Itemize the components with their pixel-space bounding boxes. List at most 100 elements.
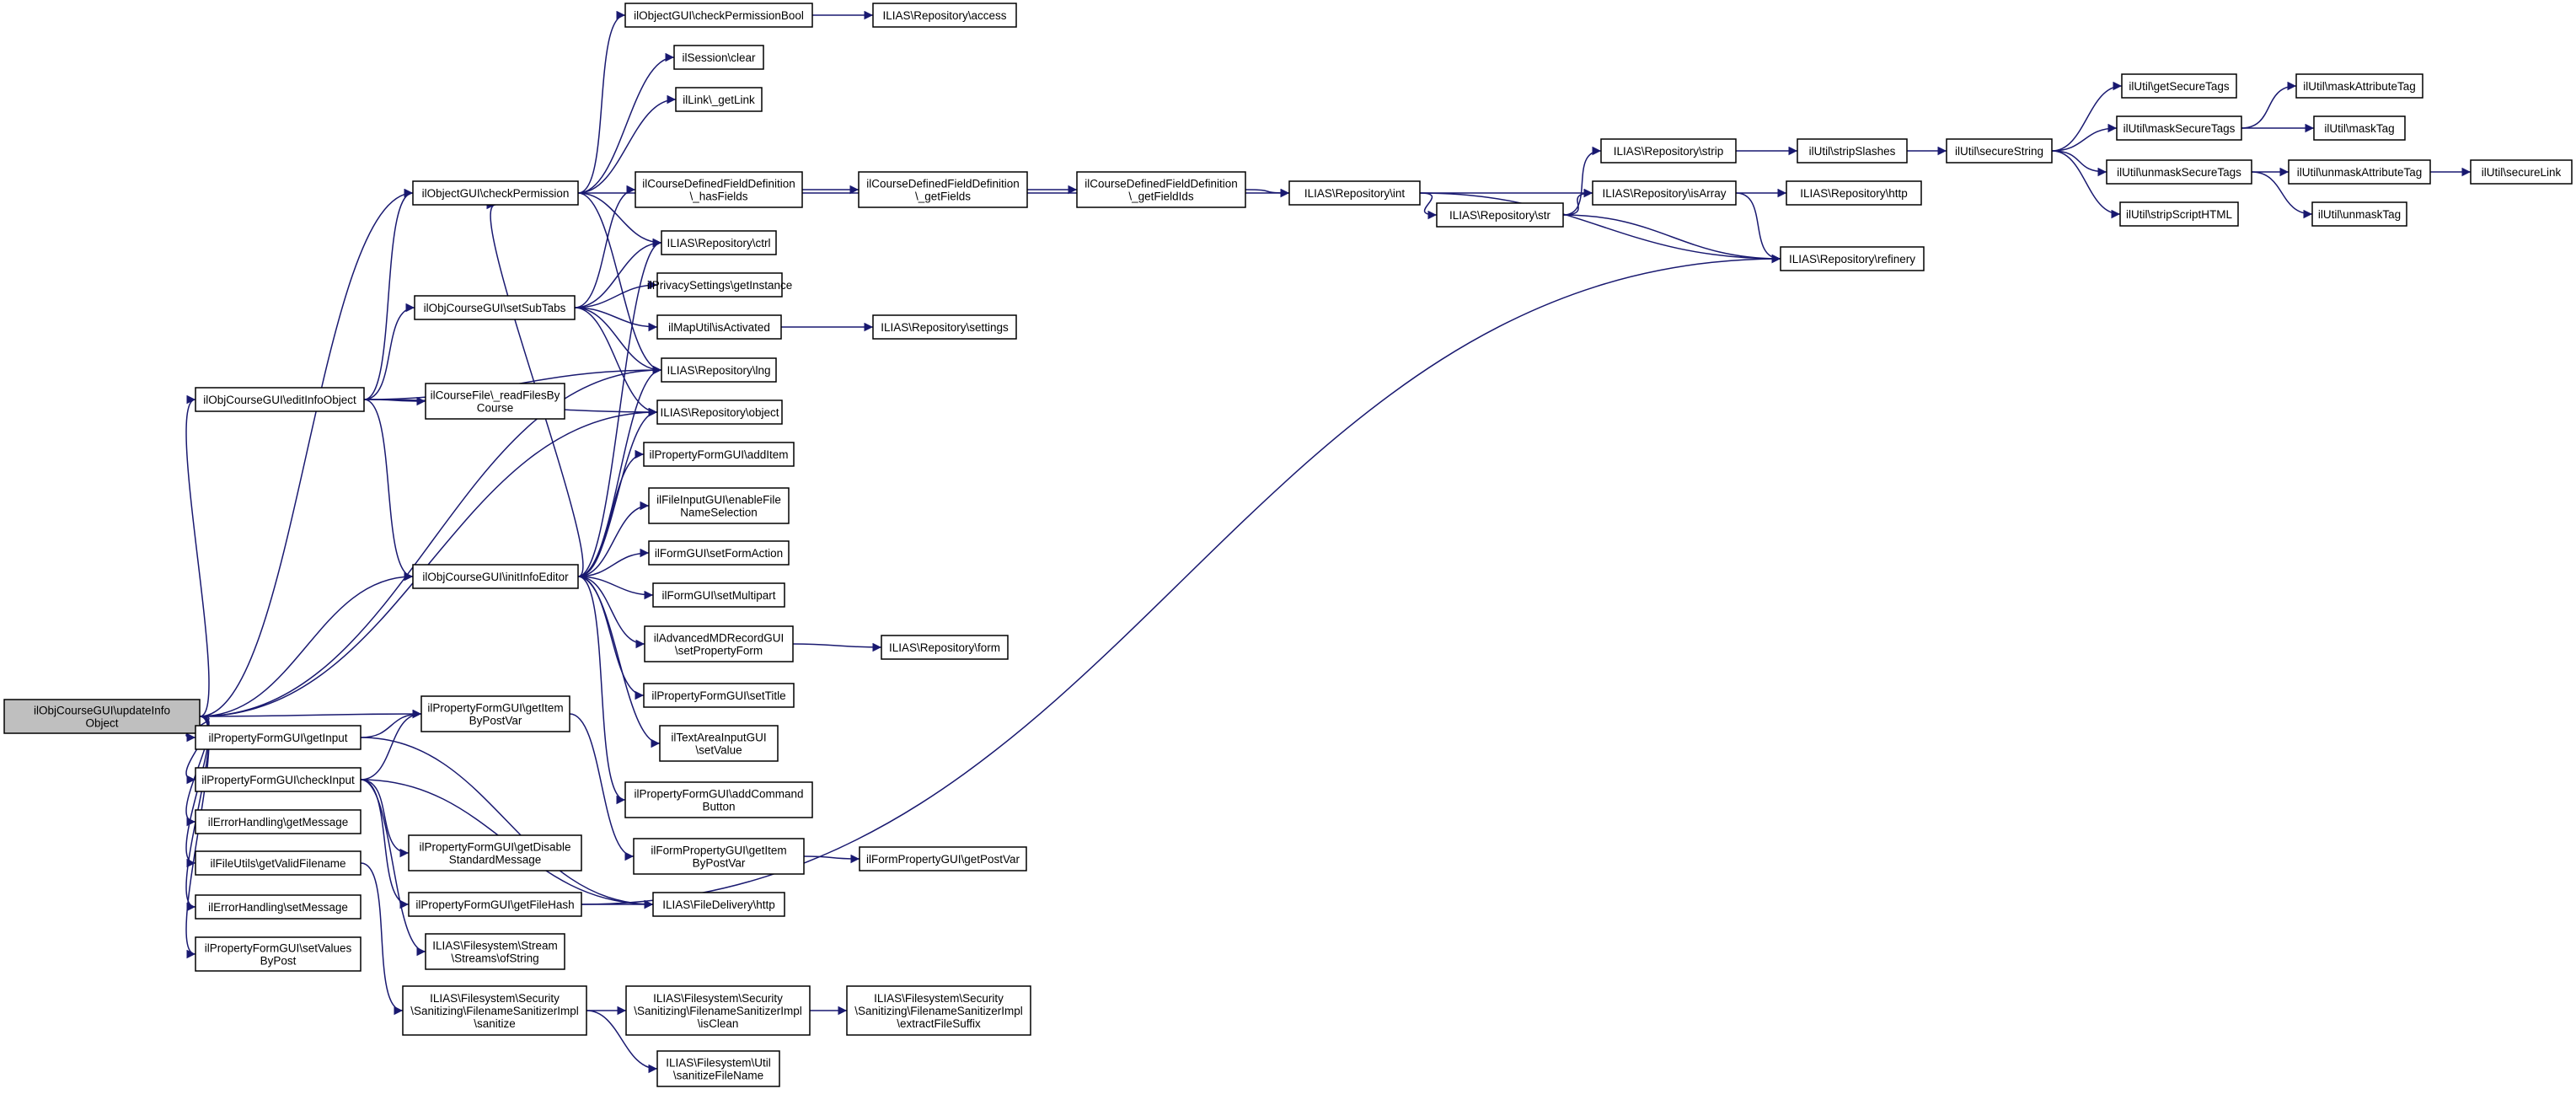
node-box <box>635 171 803 208</box>
node-label: ilFileUtils\getValidFilename <box>210 857 345 870</box>
node-box <box>652 582 785 608</box>
node-unmask-secure-tags[interactable]: ilUtil\unmaskSecureTags <box>2106 159 2252 185</box>
node-edit-info-object[interactable]: ilObjCourseGUI\editInfoObject <box>195 387 365 412</box>
node-label: ilObjCourseGUI\updateInfo <box>34 705 170 717</box>
node-get-valid-filename[interactable]: ilFileUtils\getValidFilename <box>195 850 361 876</box>
node-unmask-tag[interactable]: ilUtil\unmaskTag <box>2311 201 2407 227</box>
node-strip-slashes[interactable]: ilUtil\stripSlashes <box>1797 138 1908 164</box>
node-streams-of-string[interactable]: ILIAS\Filesystem\Stream\Streams\ofString <box>425 933 565 970</box>
node-secure-string[interactable]: ilUtil\secureString <box>1946 138 2053 164</box>
node-mask-tag[interactable]: ilUtil\maskTag <box>2313 115 2406 141</box>
node-init-info-editor[interactable]: ilObjCourseGUI\initInfoEditor <box>412 564 579 589</box>
node-label: ilTextAreaInputGUI <box>671 732 766 744</box>
node-mask-attribute-tag[interactable]: ilUtil\maskAttributeTag <box>2295 73 2423 99</box>
node-get-disable-std[interactable]: ilPropertyFormGUI\getDisableStandardMess… <box>408 834 582 871</box>
node-label: ILIAS\Repository\http <box>1800 187 1908 200</box>
node-strip-script-html[interactable]: ilUtil\stripScriptHTML <box>2119 201 2239 227</box>
node-fn-extract-suffix[interactable]: ILIAS\Filesystem\Security\Sanitizing\Fil… <box>846 985 1031 1036</box>
node-check-input-pf[interactable]: ilPropertyFormGUI\checkInput <box>195 767 361 792</box>
node-cdf-get-fields[interactable]: ilCourseDefinedFieldDefinition\_getField… <box>858 171 1028 208</box>
node-repo-lng[interactable]: ILIAS\Repository\lng <box>661 357 777 383</box>
node-label: StandardMessage <box>449 854 542 866</box>
node-label: ilAdvancedMDRecordGUI <box>654 632 785 645</box>
node-repo-ctrl[interactable]: ILIAS\Repository\ctrl <box>661 230 777 255</box>
node-sanitize-file-name[interactable]: ILIAS\Filesystem\Util\sanitizeFileName <box>656 1050 780 1087</box>
node-privacy-get-instance[interactable]: ilPrivacySettings\getInstance <box>647 272 793 298</box>
node-repo-http[interactable]: ILIAS\Repository\http <box>1786 180 1922 206</box>
node-text-area-set-value[interactable]: ilTextAreaInputGUI\setValue <box>659 725 779 762</box>
node-mask-secure-tags[interactable]: ilUtil\maskSecureTags <box>2116 115 2242 141</box>
node-label: ilPropertyFormGUI\addItem <box>649 448 788 461</box>
node-label: ILIAS\Repository\int <box>1304 187 1406 200</box>
node-label: ilUtil\unmaskSecureTags <box>2117 166 2241 179</box>
node-box <box>2121 73 2237 99</box>
node-file-delivery-http[interactable]: ILIAS\FileDelivery\http <box>652 892 785 917</box>
node-get-file-hash[interactable]: ilPropertyFormGUI\getFileHash <box>408 892 582 917</box>
edge-secure-string-to-get-secure-tags <box>2051 81 2123 152</box>
node-add-item[interactable]: ilPropertyFormGUI\addItem <box>643 442 795 467</box>
node-get-input-pf[interactable]: ilPropertyFormGUI\getInput <box>195 725 361 750</box>
node-set-title[interactable]: ilPropertyFormGUI\setTitle <box>643 683 795 708</box>
node-repo-str[interactable]: ILIAS\Repository\str <box>1436 202 1564 228</box>
node-label: ilUtil\stripScriptHTML <box>2126 208 2233 221</box>
node-repo-refinery[interactable]: ILIAS\Repository\refinery <box>1780 246 1925 271</box>
node-label: ILIAS\Repository\str <box>1449 209 1551 222</box>
node-repo-is-array[interactable]: ILIAS\Repository\isArray <box>1592 180 1737 206</box>
node-check-permission-bool[interactable]: ilObjectGUI\checkPermissionBool <box>624 3 813 28</box>
node-label: NameSelection <box>680 507 758 519</box>
node-amd-set-property-form[interactable]: ilAdvancedMDRecordGUI\setPropertyForm <box>644 625 794 662</box>
node-label: ilUtil\stripSlashes <box>1809 145 1896 158</box>
node-fn-sanitize[interactable]: ILIAS\Filesystem\Security\Sanitizing\Fil… <box>402 985 587 1036</box>
node-set-form-action[interactable]: ilFormGUI\setFormAction <box>648 540 790 566</box>
edge-secure-string-to-strip-script-html <box>2051 150 2121 219</box>
node-label: ilPropertyFormGUI\checkInput <box>201 774 355 786</box>
node-label: ilObjCourseGUI\initInfoEditor <box>422 571 569 583</box>
node-label: ILIAS\Filesystem\Stream <box>432 940 558 952</box>
node-box <box>1786 180 1922 206</box>
node-set-sub-tabs[interactable]: ilObjCourseGUI\setSubTabs <box>414 295 576 320</box>
node-link-get-link[interactable]: ilLink\_getLink <box>675 87 763 112</box>
node-cdf-has-fields[interactable]: ilCourseDefinedFieldDefinition\_hasField… <box>635 171 803 208</box>
node-fp-get-post-var[interactable]: ilFormPropertyGUI\getPostVar <box>859 846 1027 871</box>
node-label: \setPropertyForm <box>675 645 763 657</box>
node-label: ilFormGUI\setFormAction <box>655 547 783 560</box>
node-session-clear[interactable]: ilSession\clear <box>673 45 764 70</box>
node-repo-int[interactable]: ILIAS\Repository\int <box>1288 180 1421 206</box>
edge-root-to-get-item-by-post-var <box>199 709 422 719</box>
node-label: ilObjectGUI\checkPermissionBool <box>634 9 804 22</box>
edge-edit-info-object-to-init-info-editor <box>363 399 414 582</box>
node-fn-is-clean[interactable]: ILIAS\Filesystem\Security\Sanitizing\Fil… <box>625 985 811 1036</box>
node-label: ilLink\_getLink <box>683 94 755 106</box>
node-repo-strip[interactable]: ILIAS\Repository\strip <box>1600 138 1737 164</box>
node-cdf-get-field-ids[interactable]: ilCourseDefinedFieldDefinition\_getField… <box>1076 171 1246 208</box>
node-err-set-message[interactable]: ilErrorHandling\setMessage <box>195 894 361 920</box>
node-label: ilPropertyFormGUI\getInput <box>208 732 347 744</box>
node-map-is-activated[interactable]: ilMapUtil\isActivated <box>656 314 782 340</box>
node-secure-link[interactable]: ilUtil\secureLink <box>2470 159 2573 185</box>
node-get-secure-tags[interactable]: ilUtil\getSecureTags <box>2121 73 2237 99</box>
node-label: Button <box>702 801 735 813</box>
node-repo-form[interactable]: ILIAS\Repository\form <box>881 635 1009 660</box>
edge-init-info-editor-to-set-form-action <box>577 548 650 577</box>
node-label: ilPropertyFormGUI\setValues <box>205 942 352 955</box>
node-repo-object[interactable]: ILIAS\Repository\object <box>656 400 783 425</box>
node-label: \_getFieldIds <box>1128 190 1194 203</box>
node-repo-settings[interactable]: ILIAS\Repository\settings <box>872 314 1017 340</box>
node-box <box>648 487 790 524</box>
edge-init-info-editor-to-add-command-button <box>577 576 626 805</box>
edge-get-input-pf-to-get-item-by-post-var <box>360 709 422 738</box>
node-set-multipart[interactable]: ilFormGUI\setMultipart <box>652 582 785 608</box>
node-unmask-attribute-tag[interactable]: ilUtil\unmaskAttributeTag <box>2288 159 2431 185</box>
node-check-permission[interactable]: ilObjectGUI\checkPermission <box>412 180 579 206</box>
node-label: ilMapUtil\isActivated <box>668 321 770 334</box>
node-box <box>408 834 582 871</box>
node-repo-access[interactable]: ILIAS\Repository\access <box>872 3 1017 28</box>
node-err-get-message[interactable]: ilErrorHandling\getMessage <box>195 809 361 834</box>
